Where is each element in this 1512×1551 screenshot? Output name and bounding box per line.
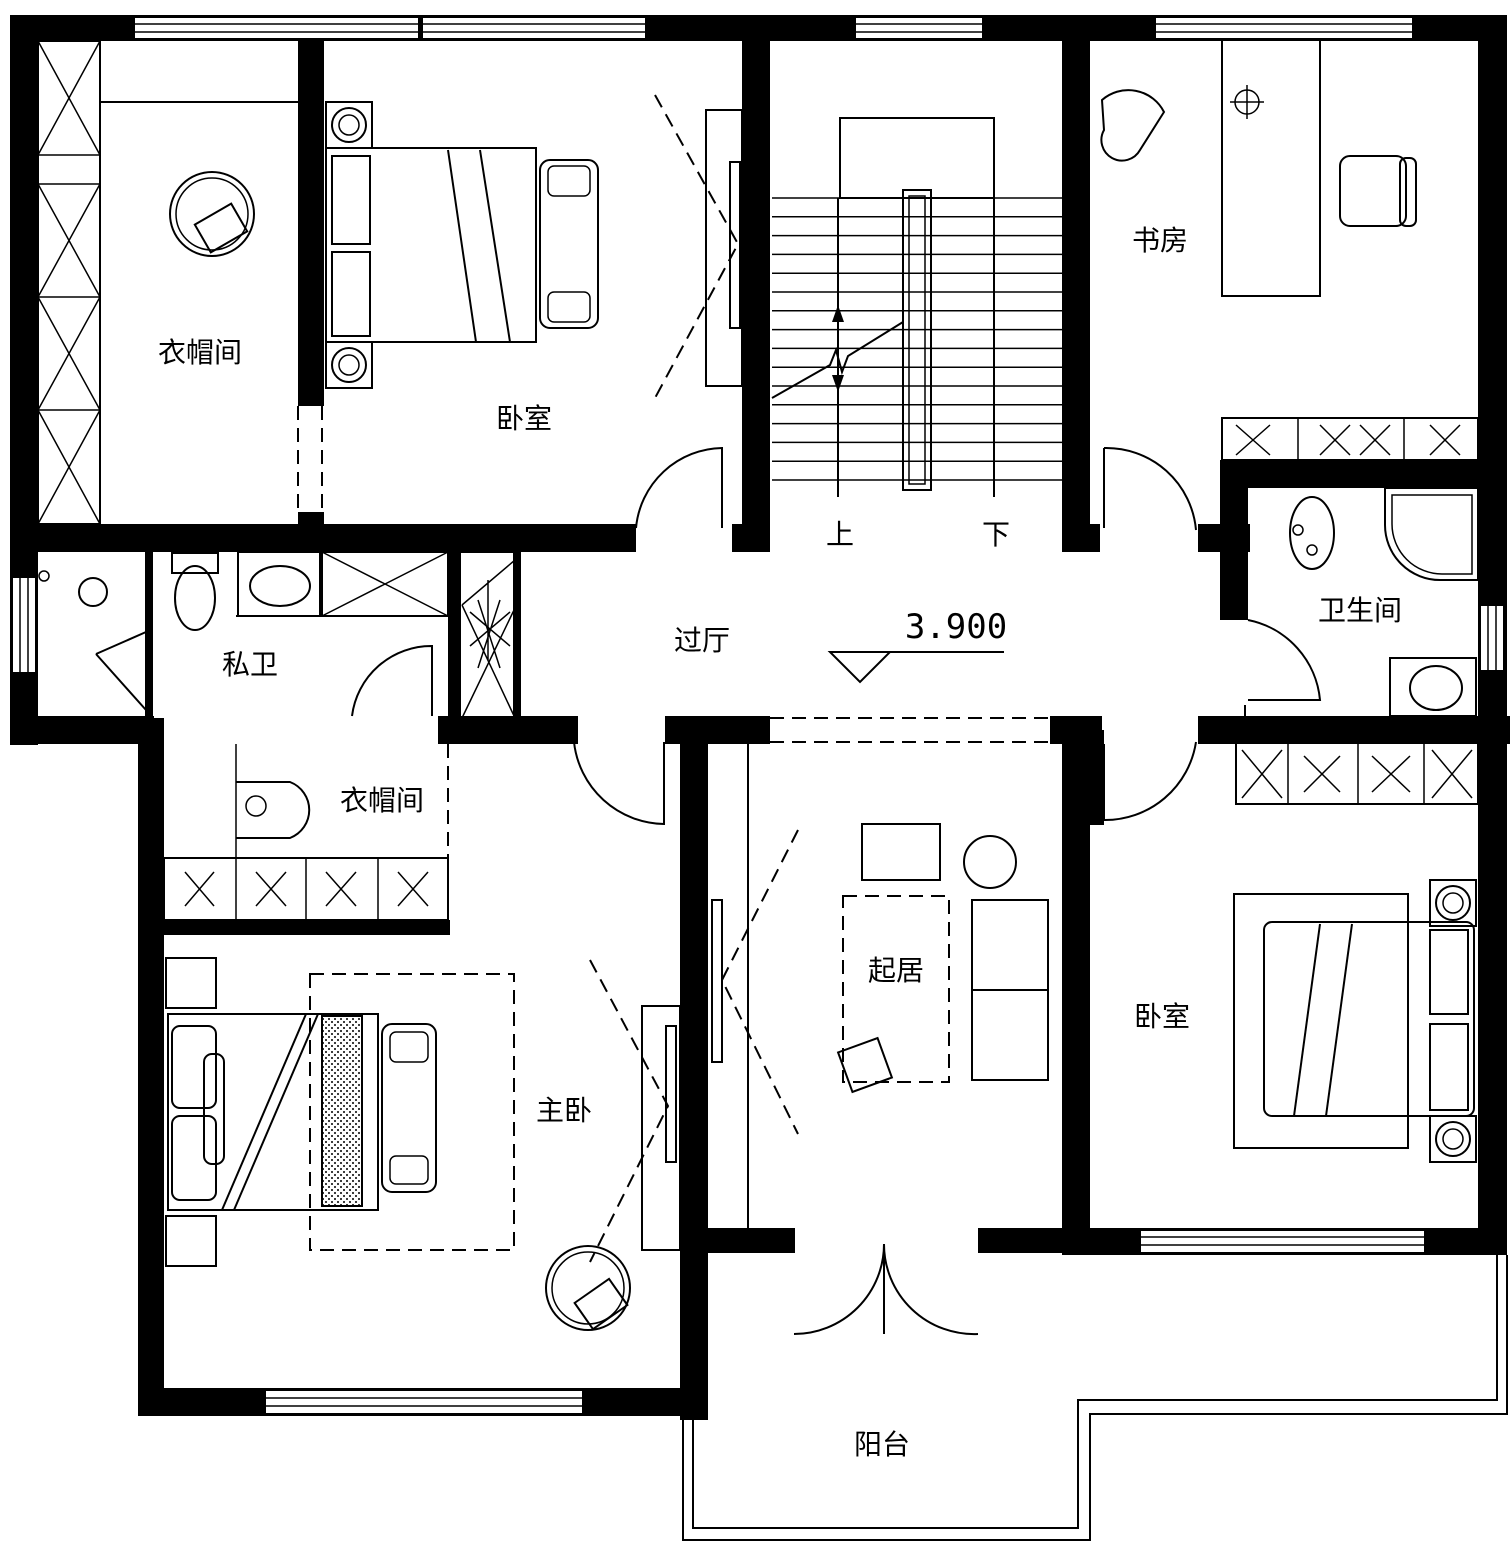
wardrobe-west [163, 744, 449, 921]
room-label-bathroom: 卫生间 [1318, 594, 1402, 627]
living-furniture [711, 717, 1050, 1228]
bed-master [165, 957, 515, 1267]
room-label-wardrobe-nw: 衣帽间 [158, 336, 242, 369]
room-label-master-bedroom: 主卧 [536, 1094, 592, 1127]
staircase [771, 117, 1062, 497]
elevation-label: 3.900 [905, 607, 1007, 647]
room-label-bedroom-e: 卧室 [1134, 1000, 1190, 1033]
room-label-wardrobe-w: 衣帽间 [340, 784, 424, 817]
armchair-master [545, 1245, 631, 1331]
interior-walls [36, 36, 1510, 1420]
room-label-balcony: 阳台 [854, 1428, 910, 1461]
room-label-hall: 过厅 [674, 624, 730, 657]
private-bath-fixtures [38, 551, 449, 631]
closet-north-bedroom [654, 94, 743, 399]
room-label-study: 书房 [1132, 224, 1188, 257]
wardrobe-cabinets-nw [37, 40, 298, 525]
closet-master [589, 959, 681, 1263]
plant-decoration [459, 551, 516, 719]
bed-north [325, 101, 599, 389]
armchair-nw [169, 171, 255, 257]
labels: 衣帽间 卧室 书房 卫生间 私卫 过厅 衣帽间 起居 卧室 主卧 阳台 上 下 … [158, 224, 1402, 1461]
elevation-mark [827, 651, 1004, 684]
wardrobe-east [1235, 741, 1479, 805]
bathroom-fixtures [1244, 487, 1479, 717]
balcony-railing [682, 1255, 1508, 1541]
partition-dash-nw [297, 406, 323, 512]
windows [11, 16, 1505, 1415]
room-label-living: 起居 [868, 954, 924, 987]
study-furniture [1100, 39, 1479, 461]
door-swings [95, 446, 1322, 1336]
room-label-private-bath: 私卫 [222, 648, 278, 681]
room-label-bedroom-n: 卧室 [496, 402, 552, 435]
bed-east [1233, 879, 1477, 1163]
stair-down-label: 下 [982, 518, 1010, 551]
stair-up-label: 上 [826, 518, 854, 551]
